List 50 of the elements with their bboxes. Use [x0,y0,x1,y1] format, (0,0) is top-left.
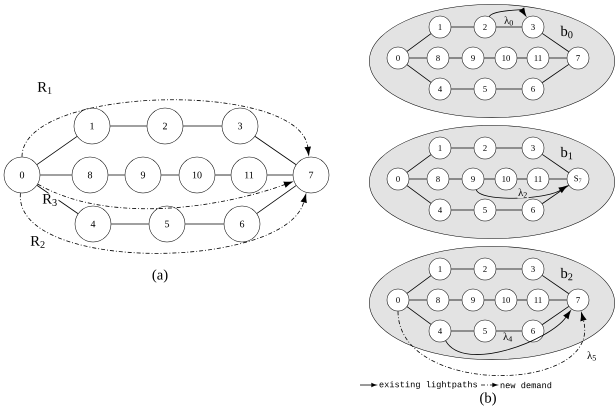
link-line [406,185,432,204]
link-line [542,306,570,326]
link-line [450,330,474,332]
link-line [406,64,432,83]
edge-label: λ$_{0}$ [503,16,515,26]
link-line [450,268,474,270]
edge-label: R$_{1}$ [36,81,54,95]
link-line [406,306,432,325]
edge-label: R$_{2}$ [30,235,46,249]
link-line [406,154,432,173]
link-line [36,136,78,165]
panel-label: (a) [152,269,168,283]
link-line [108,174,126,176]
link-line [542,275,570,294]
legend-item: existing lightpaths [360,380,478,390]
link-line [406,275,432,294]
lightpath-arrow [488,8,526,17]
link-line [496,26,522,28]
link-line [408,178,428,180]
legend-item: new demand [480,382,552,388]
panel-label: (b) [480,392,496,406]
link-line [496,330,522,332]
link-line [484,178,496,180]
link-line [450,88,474,90]
edge-label: R$_{3}$ [42,193,58,207]
link-line [450,26,474,28]
link-line [542,154,570,174]
link-line [542,185,570,204]
link-line [496,88,522,90]
link-line [542,64,570,84]
link-line [516,178,528,180]
lightpath-arrow [476,186,568,199]
link-line [160,174,180,176]
link-line [214,174,232,176]
link-line [406,33,432,52]
link-line [266,174,294,176]
link-line [256,185,297,214]
link-line [40,174,72,176]
link-line [496,268,522,270]
lightpath-arrow [20,192,307,254]
link-line [254,136,296,166]
link-line [36,184,78,214]
edge-label: λ$_{5}$ [586,350,598,362]
lightpath-arrow [37,181,292,210]
lightpath-arrow [445,310,571,355]
lightpath-arrow [22,99,311,158]
link-line [548,178,568,180]
link-line [448,178,462,180]
link-line [542,33,570,52]
lightpath-arrow [398,310,586,376]
